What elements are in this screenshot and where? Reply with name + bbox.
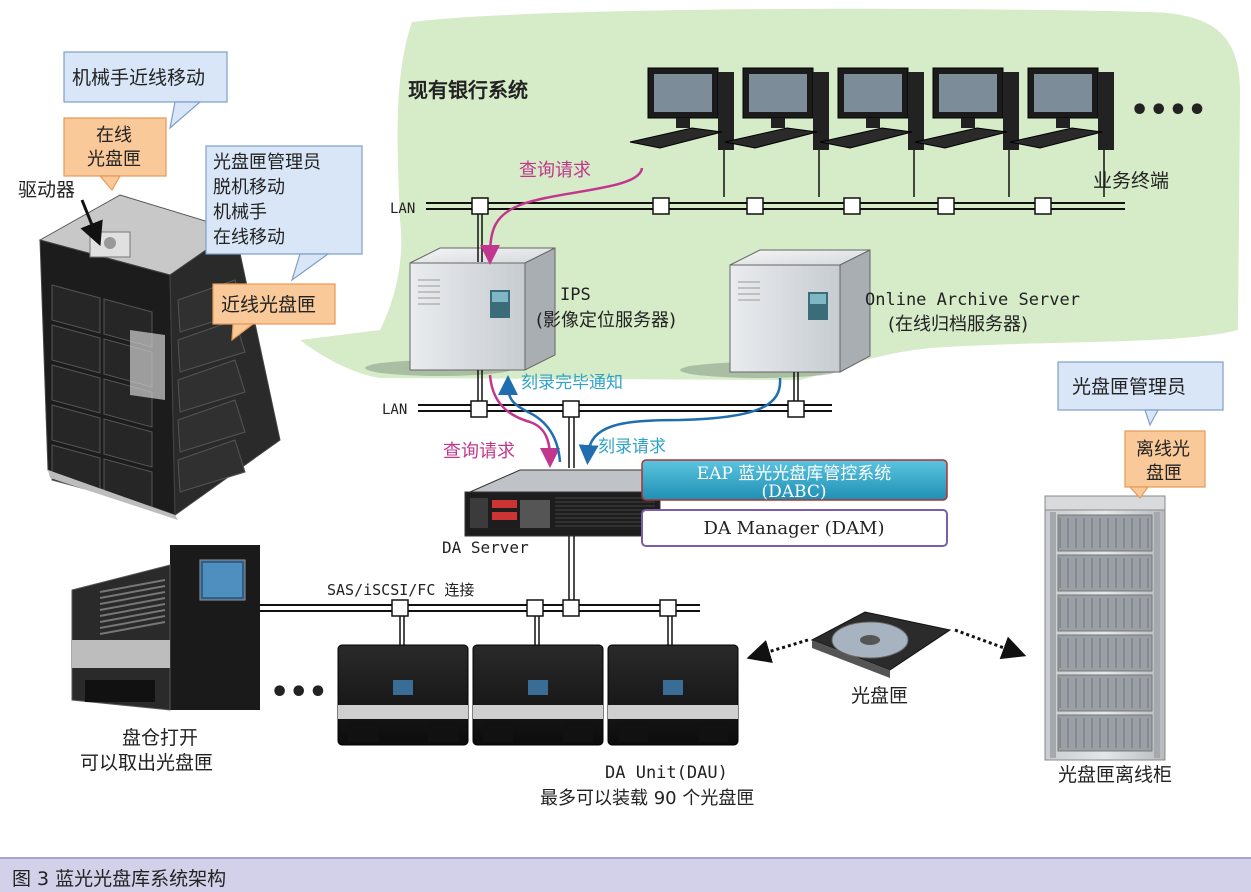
dau-unit-icon	[337, 616, 469, 746]
callout-nearline	[212, 283, 336, 342]
cartridge-arrow-left	[746, 638, 809, 664]
lan-node	[937, 197, 955, 215]
ips-subtitle: (影像定位服务器)	[536, 310, 676, 331]
dam-label: DA Manager (DAM)	[703, 518, 884, 539]
burn-request-arrow	[578, 377, 782, 465]
lan-node	[787, 400, 805, 418]
archive-subtitle: (在线归档服务器)	[888, 314, 1028, 335]
terminal-computer-icon	[914, 67, 1019, 197]
lan-top-label: LAN	[390, 201, 415, 217]
eap-box	[641, 459, 948, 501]
terminal-computer-icon	[724, 67, 829, 197]
offline-cabinet-icon	[1044, 495, 1166, 761]
da-server-label: DA Server	[442, 538, 529, 557]
burn-done-label: 刻录完毕通知	[521, 373, 623, 393]
lan-node	[746, 197, 764, 215]
storage-bus-nodes	[391, 599, 677, 617]
callout-admin-text2: 脱机移动	[213, 177, 285, 198]
callout-admin	[205, 145, 363, 282]
archive-title: Online Archive Server	[865, 290, 1080, 310]
bus-node	[562, 599, 580, 617]
terminal-computer-icon	[629, 67, 734, 197]
query-label-bottom: 查询请求	[443, 441, 515, 462]
ips-title: IPS	[560, 285, 591, 305]
archive-server-icon	[680, 249, 871, 378]
figure-caption: 图 3 蓝光光盘库系统架构	[12, 868, 227, 890]
query-arrow-bottom	[488, 374, 560, 468]
lan-node	[1034, 197, 1052, 215]
callout-offline-admin	[1057, 361, 1224, 427]
query-arrow-top	[480, 167, 644, 265]
lan-node	[562, 400, 580, 418]
cartridge-icon	[810, 611, 952, 678]
terminal-label: 业务终端	[1093, 170, 1169, 192]
callout-offline-cartridge	[1124, 430, 1206, 499]
open-drawer-line2: 可以取出光盘匣	[80, 752, 213, 774]
cartridge-label: 光盘匣	[851, 685, 908, 707]
burn-request-label: 刻录请求	[598, 437, 666, 457]
region-title: 现有银行系统	[408, 78, 528, 102]
dau-unit-icon	[472, 616, 604, 746]
lan-node	[652, 197, 670, 215]
da-server-icon	[464, 469, 661, 537]
open-drawer-library-icon	[71, 545, 260, 711]
callout-admin-text1: 光盘匣管理员	[213, 152, 321, 173]
figure-caption-bar: 图 3 蓝光光盘库系统架构	[0, 857, 1251, 892]
callout-online-text2: 光盘匣	[87, 149, 141, 170]
lan-node	[470, 400, 488, 418]
callout-offline-text2: 盘匣	[1146, 463, 1182, 484]
dau-unit-icon	[607, 616, 739, 746]
terminal-computer-icon	[1009, 67, 1114, 197]
lan-node	[471, 197, 489, 215]
cabinet-label: 光盘匣离线柜	[1058, 764, 1172, 786]
eap-label-line1: EAP 蓝光光盘库管控系统	[697, 464, 892, 484]
query-label-top: 查询请求	[519, 160, 591, 181]
callout-online	[63, 117, 167, 192]
dam-box	[641, 509, 948, 547]
callout-online-text1: 在线	[96, 125, 132, 146]
dau-units	[337, 616, 739, 746]
callout-offline-text1: 离线光	[1136, 439, 1190, 460]
callout-robot-text: 机械手近线移动	[72, 67, 205, 89]
terminal-computer-icon	[819, 67, 924, 197]
dau-ellipsis: •••	[270, 675, 328, 710]
callout-nearline-text: 近线光盘匣	[221, 294, 316, 316]
drive-label: 驱动器	[18, 179, 75, 201]
lan-top-nodes	[471, 197, 1052, 215]
callout-admin-text4: 在线移动	[213, 227, 285, 248]
bus-node	[659, 599, 677, 617]
bus-node	[391, 599, 409, 617]
eap-label-line2: (DABC)	[762, 482, 827, 502]
cartridge-arrow-right	[954, 628, 1027, 660]
connection-label: SAS/iSCSI/FC 连接	[327, 581, 474, 599]
callout-offline-admin-text: 光盘匣管理员	[1072, 376, 1186, 398]
lan-node	[843, 197, 861, 215]
drive-arrow	[80, 199, 103, 247]
lan-bottom-label: LAN	[382, 402, 407, 418]
open-drawer-line1: 盘仓打开	[122, 727, 198, 749]
terminal-computers	[629, 67, 1114, 197]
dau-label-line1: DA Unit(DAU)	[605, 763, 728, 783]
burn-done-arrow	[498, 375, 562, 463]
terminal-ellipsis: ••••	[1130, 93, 1207, 128]
bus-node	[526, 599, 544, 617]
dau-label-line2: 最多可以装载 90 个光盘匣	[540, 788, 754, 809]
callout-admin-text3: 机械手	[213, 202, 267, 223]
callout-robot	[63, 51, 228, 130]
